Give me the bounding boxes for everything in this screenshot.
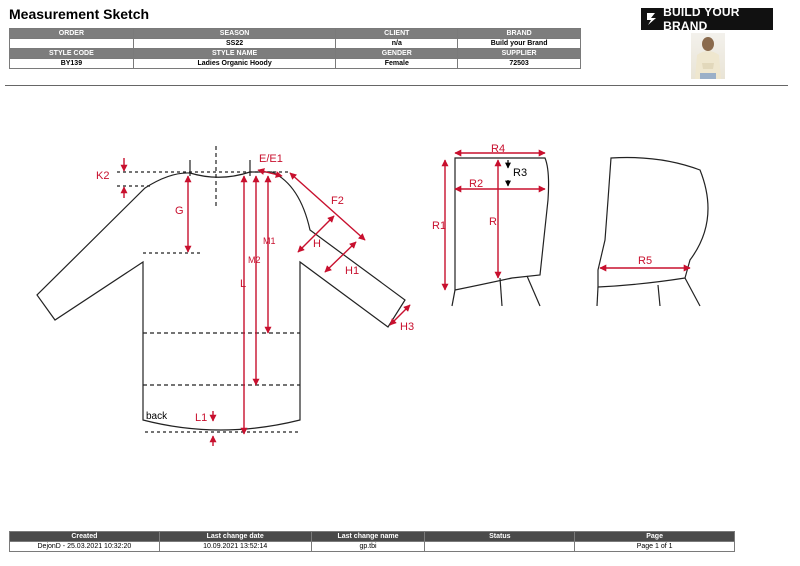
- info-header-row-2: STYLE CODE STYLE NAME GENDER SUPPLIER: [9, 48, 581, 59]
- hoodie-annotations: [120, 158, 411, 446]
- page-value: Page 1 of 1: [574, 541, 735, 552]
- style-code-value: BY139: [9, 58, 134, 69]
- label-e-e1: E/E1: [259, 153, 283, 165]
- hood-profile-outline: [597, 156, 709, 288]
- style-info-table: ORDER SEASON CLIENT BRAND SS22 n/a Build…: [9, 28, 581, 69]
- label-m2: M2: [248, 255, 261, 265]
- page-title: Measurement Sketch: [9, 6, 150, 22]
- brand-logo: BUILD YOUR BRAND: [641, 5, 773, 33]
- label-r3: R3: [513, 167, 527, 179]
- label-g: G: [175, 205, 184, 217]
- status-value: [424, 541, 576, 552]
- info-header-row: ORDER SEASON CLIENT BRAND: [9, 28, 581, 39]
- label-m1: M1: [263, 236, 276, 246]
- label-r1: R1: [432, 220, 446, 232]
- created-value: DejonD - 25.03.2021 10:32:20: [9, 541, 160, 552]
- info-value-row-2: BY139 Ladies Organic Hoody Female 72503: [9, 58, 581, 69]
- hood-side-view: [451, 157, 550, 307]
- hood-profile-view: [596, 156, 709, 307]
- footer-header-row: Created Last change date Last change nam…: [9, 531, 735, 542]
- product-photo: [691, 33, 725, 79]
- label-r: R: [489, 216, 497, 228]
- created-header: Created: [9, 531, 160, 542]
- label-h1: H1: [345, 265, 359, 277]
- garment-outline: [36, 171, 406, 431]
- lightning-bolt-icon: [645, 11, 659, 27]
- last-change-date-value: 10.09.2021 13:52:14: [158, 541, 312, 552]
- supplier-value: 72503: [457, 58, 581, 69]
- label-h3: H3: [400, 321, 414, 333]
- label-l1: L1: [195, 412, 207, 424]
- footer-value-row: DejonD - 25.03.2021 10:32:20 10.09.2021 …: [9, 541, 735, 552]
- page-header: Page: [574, 531, 735, 542]
- hood-outline: [454, 157, 550, 291]
- label-l: L: [240, 278, 246, 290]
- label-back: back: [146, 411, 168, 422]
- last-change-name-header: Last change name: [310, 531, 426, 542]
- brand-logo-text: BUILD YOUR BRAND: [663, 5, 740, 33]
- label-r4: R4: [491, 143, 505, 155]
- label-r5: R5: [638, 255, 652, 267]
- hood-annotations: [441, 149, 546, 291]
- label-h: H: [313, 238, 321, 250]
- label-k2: K2: [96, 170, 109, 182]
- label-f2: F2: [331, 195, 344, 207]
- hoodie-back-view: [36, 146, 406, 433]
- label-r2: R2: [469, 178, 483, 190]
- last-change-date-header: Last change date: [158, 531, 312, 542]
- last-change-name-value: gp.tbi: [310, 541, 426, 552]
- status-header: Status: [424, 531, 576, 542]
- footer-table: Created Last change date Last change nam…: [9, 531, 735, 552]
- header-divider: [5, 85, 788, 86]
